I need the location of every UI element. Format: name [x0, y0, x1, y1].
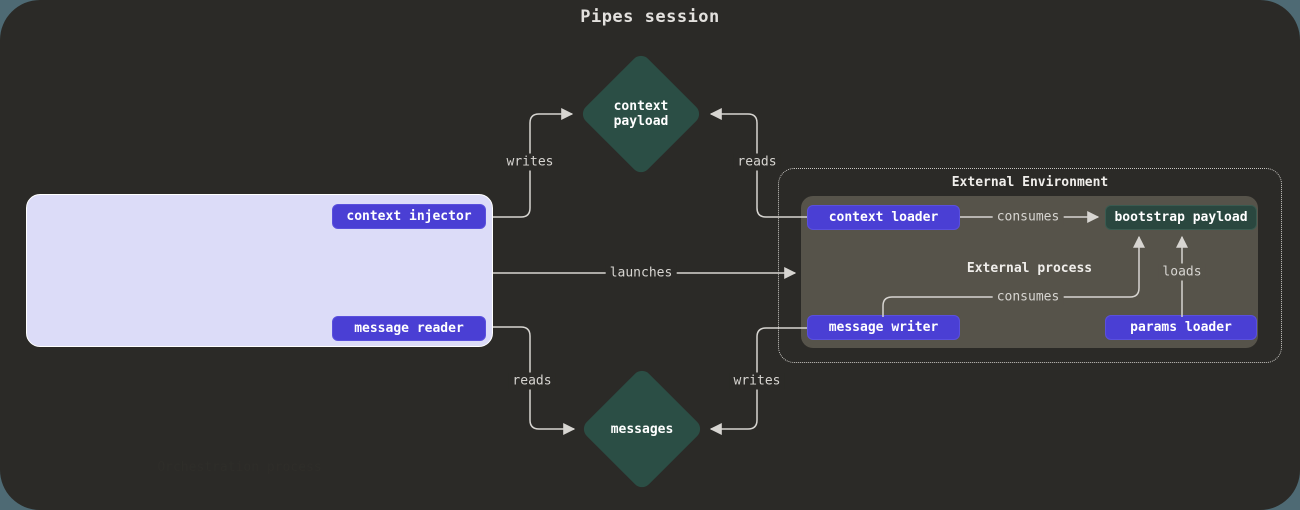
edge-label-writes-context-payload: writes	[502, 153, 558, 171]
orchestration-process-node: Orchestration process context injector m…	[26, 194, 493, 475]
context-payload-node: context payload	[578, 51, 704, 177]
external-environment-container: External Environment	[778, 168, 1282, 363]
edge-label-loads: loads	[1158, 263, 1206, 281]
context-loader-node: context loader	[807, 205, 960, 230]
edge-label-consumes-top: consumes	[992, 208, 1064, 226]
context-payload-label-line2: payload	[613, 114, 669, 129]
edge-label-consumes-bottom: consumes	[992, 288, 1064, 306]
edge-label-reads-messages: reads	[508, 372, 556, 390]
context-injector-node: context injector	[332, 204, 486, 229]
edge-label-reads-context-payload: reads	[733, 153, 781, 171]
bootstrap-payload-node: bootstrap payload	[1105, 205, 1257, 230]
messages-node: messages	[579, 366, 705, 492]
edge-label-launches: launches	[605, 264, 677, 282]
diagram-title: Pipes session	[580, 7, 720, 27]
context-payload-label-line1: context	[613, 99, 669, 114]
message-writer-node: message writer	[807, 315, 960, 340]
external-environment-label: External Environment	[951, 175, 1109, 190]
messages-label-text: messages	[610, 421, 674, 437]
params-loader-node: params loader	[1105, 315, 1257, 340]
messages-label: messages	[580, 367, 704, 491]
orchestration-process-label: Orchestration process	[157, 460, 322, 475]
edge-label-writes-messages: writes	[729, 372, 785, 390]
context-payload-label: context payload	[579, 52, 703, 176]
message-reader-node: message reader	[332, 316, 486, 341]
